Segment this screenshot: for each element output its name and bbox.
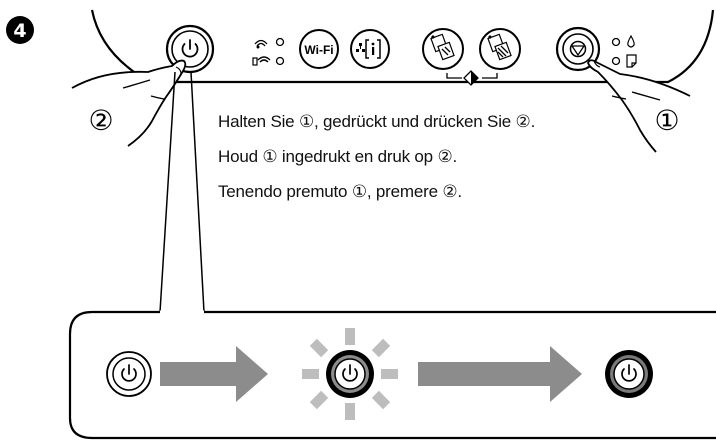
power-icon: [181, 39, 199, 58]
network-status-icon: [356, 39, 381, 59]
ink-drop-icon: [627, 34, 635, 48]
control-panel: [90, 9, 715, 84]
instruction-italian: Tenendo premuto ①, premere ②.: [218, 182, 462, 201]
detail-box: [68, 310, 716, 440]
power-icon: [621, 364, 637, 382]
zoom-lines: [159, 71, 205, 313]
arrow-right-icon: [418, 346, 582, 402]
arrow-right-icon: [160, 346, 268, 402]
left-hand-pressing-power: [71, 59, 187, 147]
instruction-german: Halten Sie ①, gedrückt und drücken Sie ②…: [218, 112, 536, 131]
power-button-off: [106, 351, 152, 397]
power-button-flashing: [302, 328, 398, 420]
wifi-icon: [254, 39, 268, 49]
stop-button[interactable]: [555, 26, 601, 72]
copy-bw-icon: [430, 33, 455, 61]
copy-buttons-bracket: [446, 70, 498, 86]
stop-icon: [569, 40, 587, 58]
light-rays: [302, 328, 398, 420]
right-hand-pressing-stop: [587, 59, 691, 153]
panel-power-button[interactable]: [165, 24, 215, 74]
instruction-dutch: Houd ① ingedrukt en druk op ②.: [218, 147, 458, 166]
power-icon: [121, 364, 137, 382]
diamond-icon: [463, 70, 479, 86]
wifi-button-label: Wi-Fi: [304, 43, 333, 57]
wifi-direct-icon: [252, 56, 271, 66]
power-icon: [342, 364, 358, 382]
step-badge: 4: [6, 16, 34, 44]
callout-step-1: ①: [654, 104, 679, 137]
paper-icon: [626, 54, 637, 68]
error-status-lights: [611, 34, 637, 68]
wifi-status-lights: [252, 37, 285, 66]
copy-color-button[interactable]: [479, 28, 521, 70]
callout-step-2: ②: [88, 104, 113, 137]
copy-color-icon: [487, 33, 512, 61]
power-button-on: [605, 350, 653, 398]
wifi-button[interactable]: Wi-Fi: [299, 29, 339, 69]
network-status-button[interactable]: [350, 29, 390, 69]
copy-bw-button[interactable]: [422, 28, 464, 70]
step-number: 4: [13, 20, 26, 42]
